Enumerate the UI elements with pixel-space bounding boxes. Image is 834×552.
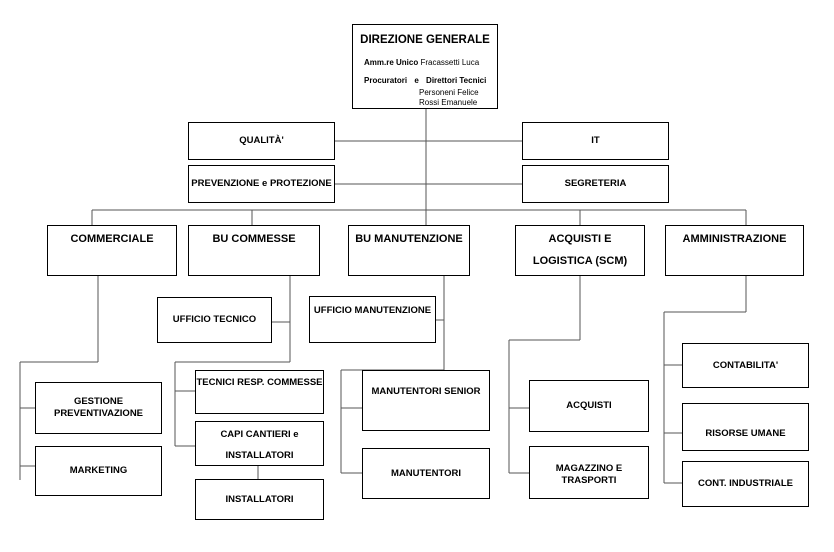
acquisti-logistica-line2: LOGISTICA (SCM) — [532, 255, 628, 267]
cont-industriale-box: CONT. INDUSTRIALE — [682, 461, 809, 507]
direzione-title: DIREZIONE GENERALE — [360, 34, 490, 46]
person-rossi: Rossi Emanuele — [419, 98, 478, 107]
segreteria-box: SEGRETERIA — [522, 165, 669, 203]
risorse-umane-box: RISORSE UMANE — [682, 403, 809, 451]
capi-cantieri-box: CAPI CANTIERI e INSTALLATORI — [195, 421, 324, 466]
risorse-umane-label: RISORSE UMANE — [705, 428, 786, 439]
person-personeni: Personeni Felice — [419, 88, 479, 97]
ufficio-tecnico-label: UFFICIO TECNICO — [172, 314, 257, 326]
prevenzione-label: PREVENZIONE e PROTEZIONE — [191, 178, 332, 190]
amministrazione-box: AMMINISTRAZIONE — [665, 225, 804, 276]
segreteria-label: SEGRETERIA — [564, 178, 627, 190]
marketing-box: MARKETING — [35, 446, 162, 496]
installatori-box: INSTALLATORI — [195, 479, 324, 520]
prevenzione-box: PREVENZIONE e PROTEZIONE — [188, 165, 335, 203]
qualita-label: QUALITÀ' — [239, 135, 284, 147]
ufficio-manutenzione-label: UFFICIO MANUTENZIONE — [313, 305, 432, 316]
cont-industriale-label: CONT. INDUSTRIALE — [698, 478, 793, 490]
tecnici-resp-commesse-box: TECNICI RESP. COMMESSE — [195, 370, 324, 414]
gestione-line1: GESTIONE — [73, 396, 124, 408]
commerciale-box: COMMERCIALE — [47, 225, 177, 276]
acquisti-box: ACQUISTI — [529, 380, 649, 432]
amm-label: Amm.re Unico — [364, 58, 419, 67]
it-box: IT — [522, 122, 669, 160]
bu-manutenzione-label: BU MANUTENZIONE — [355, 233, 463, 245]
acquisti-logistica-box: ACQUISTI E LOGISTICA (SCM) — [515, 225, 645, 276]
acquisti-logistica-line1: ACQUISTI E — [548, 233, 612, 245]
bu-manutenzione-box: BU MANUTENZIONE — [348, 225, 470, 276]
capi-line1: CAPI CANTIERI e — [220, 429, 299, 440]
acquisti-label: ACQUISTI — [566, 400, 612, 412]
bu-commesse-box: BU COMMESSE — [188, 225, 320, 276]
procuratori-and: e — [414, 76, 419, 85]
magazzino-trasporti-box: MAGAZZINO E TRASPORTI — [529, 446, 649, 499]
amministrazione-label: AMMINISTRAZIONE — [682, 233, 787, 245]
bu-commesse-label: BU COMMESSE — [212, 233, 296, 245]
marketing-label: MARKETING — [69, 465, 128, 477]
qualita-box: QUALITÀ' — [188, 122, 335, 160]
direttori-label: Direttori Tecnici — [426, 76, 487, 85]
manutentori-label: MANUTENTORI — [390, 467, 462, 479]
manutentori-senior-label: MANUTENTORI SENIOR — [371, 386, 481, 397]
gestione-preventivazione-box: GESTIONE PREVENTIVAZIONE — [35, 382, 162, 434]
direzione-generale-box: DIREZIONE GENERALE Amm.re Unico Fracasse… — [352, 24, 498, 109]
tecnici-resp-label: TECNICI RESP. COMMESSE — [196, 377, 323, 388]
gestione-line2: PREVENTIVAZIONE — [53, 408, 144, 419]
manutentori-senior-box: MANUTENTORI SENIOR — [362, 370, 490, 431]
capi-line2: INSTALLATORI — [225, 450, 294, 461]
contabilita-box: CONTABILITA' — [682, 343, 809, 388]
ufficio-manutenzione-box: UFFICIO MANUTENZIONE — [309, 296, 436, 343]
commerciale-label: COMMERCIALE — [70, 233, 154, 245]
procuratori-label: Procuratori — [364, 76, 408, 85]
amm-name: Fracassetti Luca — [420, 58, 480, 67]
installatori-label: INSTALLATORI — [225, 493, 294, 505]
contabilita-label: CONTABILITA' — [712, 359, 779, 371]
ufficio-tecnico-box: UFFICIO TECNICO — [157, 297, 272, 343]
magazzino-label: MAGAZZINO E TRASPORTI — [555, 463, 623, 486]
manutentori-box: MANUTENTORI — [362, 448, 490, 499]
it-label: IT — [591, 135, 600, 147]
